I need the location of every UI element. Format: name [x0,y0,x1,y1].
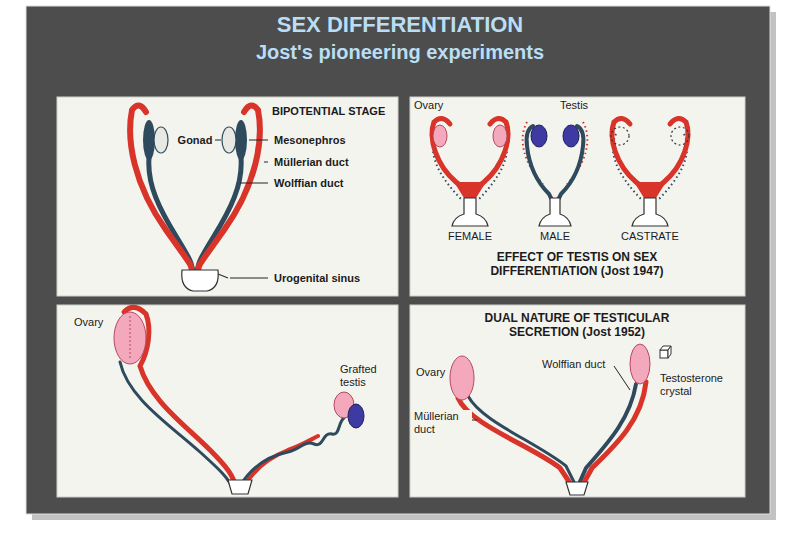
wolffian-duct [468,396,576,486]
ovary-line [130,316,131,360]
slide-subtitle: Jost's pioneering experiments [256,40,544,64]
part-label: Gonad [176,134,215,147]
panel: DUAL NATURE OF TESTICULAR SECRETION (Jos… [410,305,745,497]
part-label: Ovary [414,366,447,379]
slide-background [26,6,770,514]
leader-line [249,140,268,141]
panel [57,97,398,296]
part-label: Urogenital sinus [272,272,362,285]
mesonephros [235,120,247,160]
wolffian-duct [240,418,344,486]
part-label: Müllerian duct [412,410,472,436]
part-label: Testis [558,99,590,112]
panel-heading: EFFECT OF TESTIS ON SEX DIFFERENTIATION … [450,250,704,279]
mullerian-duct [582,382,646,486]
part-label: Ovary [72,316,105,329]
part-label: Testosterone crystal [658,372,736,398]
mullerian-duct [458,398,572,486]
female-tract [432,118,508,226]
wolffian-duct [578,384,636,486]
mullerian-duct [130,105,192,276]
panel [57,305,398,497]
wolffian-duct [120,362,232,486]
panel: OvaryGrafted testis [57,305,398,497]
gonad [222,127,236,153]
part-label: Wolffian duct [272,177,345,190]
panel-heading: BIPOTENTIAL STAGE [270,105,387,118]
part-label: Wolffian duct [540,358,607,371]
leader-line [215,140,221,141]
urogenital-sinus [228,480,252,494]
part-label: Mesonephros [272,134,348,147]
panel: BIPOTENTIAL STAGE Gonad MesonephrosMülleri… [57,97,398,296]
urogenital-sinus [182,270,219,291]
leader-line [614,366,630,390]
male-tract [523,122,588,226]
leader-line [230,278,268,279]
case-label: MALE [538,230,572,243]
crystal-cube [660,350,668,358]
gonad [154,127,168,153]
part-label: Ovary [412,99,445,112]
ovary [630,344,650,384]
panel: Ovary TestisFEMALE MALE CASTRATE EFFECT OF T… [410,97,745,296]
case-label: CASTRATE [619,230,681,243]
urogenital-sinus [566,482,588,495]
leader-line [264,162,268,163]
crystal-cube [668,346,671,358]
ovary [450,356,474,400]
slide-title: SEX DIFFERENTIATION [277,12,524,38]
ovary [114,312,146,364]
part-label: Grafted testis [338,363,390,389]
grafted-testis [348,404,364,428]
mesonephros [143,120,155,160]
case-label: FEMALE [446,230,494,243]
leader-line [240,183,268,184]
part-label: Müllerian duct [272,156,351,169]
panel [410,97,745,296]
panel [410,305,745,497]
castrate-tract [611,118,689,226]
sinus-spur [218,274,228,278]
panel-heading: DUAL NATURE OF TESTICULAR SECRETION (Jos… [455,311,699,340]
mullerian-duct [198,105,260,276]
